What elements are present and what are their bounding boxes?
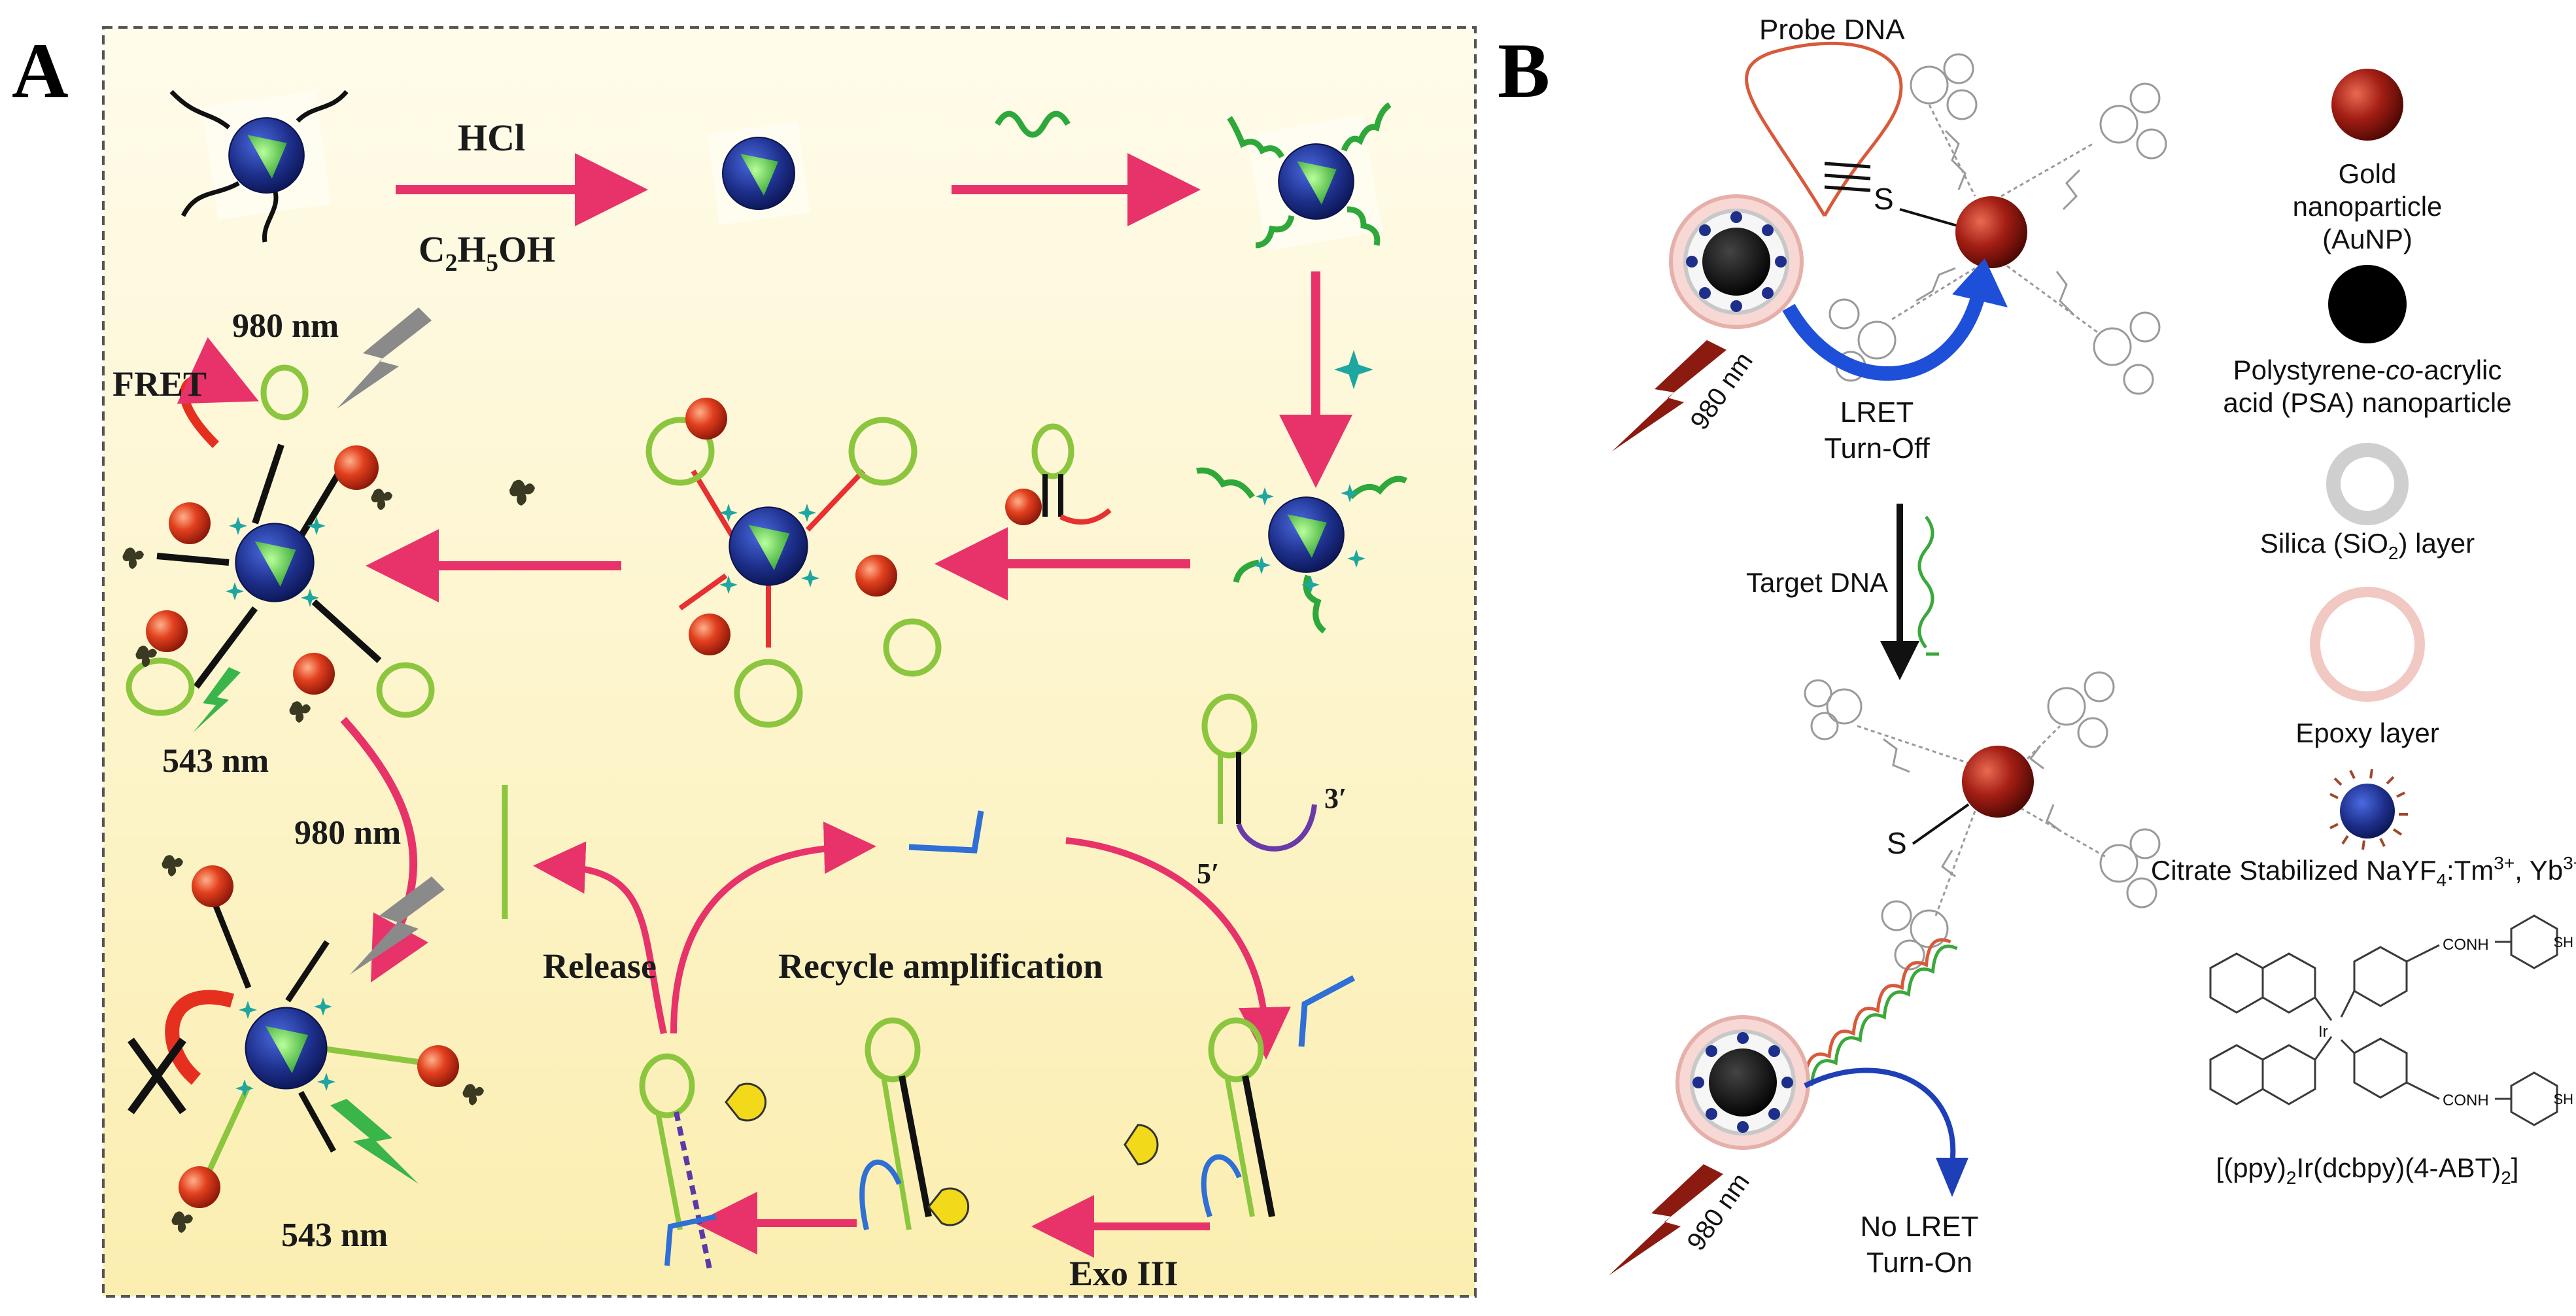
label-exo-iii: Exo III (1069, 1254, 1178, 1293)
duplex-middle (859, 1017, 970, 1230)
probe-hairpin-gold (1005, 423, 1112, 525)
label-probe-dna: Probe DNA (1759, 14, 1905, 46)
ucnp-activated (1196, 467, 1408, 634)
legend-gold-line3: (AuNP) (2322, 224, 2413, 254)
legend-ir-label: Ir (2318, 1023, 2328, 1041)
legend-psa-line1: Polystyrene-co-acrylic (2233, 355, 2502, 385)
label-turn-off: Turn-Off (1824, 432, 1930, 464)
no-lret-arrow (1804, 1067, 1956, 1165)
panel-b-letter: B (1498, 27, 1550, 114)
panel-a-letter: A (12, 27, 69, 114)
excitation-arrow-top-icon (1612, 340, 1726, 451)
iridium-complex-structure (2209, 914, 2558, 1126)
psa-nanoparticle-top (1669, 194, 1804, 329)
excitation-lightning-top-icon (337, 307, 432, 409)
label-543nm-top: 543 nm (162, 742, 269, 780)
ucnp-with-probes (645, 398, 942, 728)
target-dna-strand (908, 810, 984, 854)
legend-citrate-ucnp-icon (2329, 769, 2408, 850)
panel-b: B Probe DNA S (1498, 14, 2576, 1279)
label-lret: LRET (1840, 396, 1914, 428)
blocked-fret-arrow (165, 990, 235, 1085)
ucnp-citrate (1227, 102, 1392, 252)
label-980nm-top: 980 nm (232, 307, 339, 345)
lret-arrow (1782, 280, 1989, 381)
legend-gold-line1: Gold (2339, 158, 2397, 189)
legend-complex-formula: [(ppy)2Ir(dcbpy)(4-ABT)2] (2216, 1152, 2519, 1188)
duplex-digested (639, 1053, 767, 1270)
legend-conh-top: CONH (2443, 936, 2489, 954)
label-target-dna: Target DNA (1746, 567, 1888, 598)
label-release: Release (543, 946, 657, 986)
legend-psa-line2: acid (PSA) nanoparticle (2223, 387, 2511, 418)
fret-arrow (177, 337, 259, 448)
panel-a: A HCl C2H5OH (12, 26, 1477, 1298)
label-980nm-bottom: 980 nm (294, 814, 401, 852)
legend-epoxy-icon (2310, 587, 2425, 702)
label-no-lret: No LRET (1861, 1211, 1979, 1243)
legend: Gold nanoparticle (AuNP) Polystyrene-co-… (2151, 69, 2576, 1188)
arrow-release (533, 841, 667, 1035)
legend-epoxy: Epoxy layer (2295, 718, 2439, 748)
label-recycle: Recycle amplification (778, 946, 1103, 986)
label-s-top: S (1874, 182, 1894, 216)
ucnp-released-complex (162, 855, 484, 1233)
duplex-right (1201, 1017, 1275, 1218)
ucnp-oleate (169, 90, 349, 243)
legend-psa-icon (2328, 265, 2407, 343)
gold-nanoparticle-top (1955, 196, 2027, 268)
legend-gold-nanoparticle-icon (2331, 69, 2403, 141)
arrow-recycle-right (1065, 837, 1291, 1060)
ir-complex-top (1829, 53, 2167, 395)
label-turn-on: Turn-On (1866, 1247, 1972, 1279)
incoming-target-strand (1298, 975, 1356, 1047)
excitation-arrow-bottom-icon (1609, 1164, 1723, 1275)
label-fret: FRET (112, 364, 207, 404)
ucnp-fret-complex (122, 364, 435, 723)
emission-lightning-bottom-icon (330, 1099, 419, 1184)
legend-conh-bottom: CONH (2443, 1092, 2489, 1109)
label-3-prime: 3′ (1324, 782, 1347, 814)
citrate-ligand (995, 111, 1071, 138)
ucnp-bare (706, 121, 811, 226)
hybrid-duplex-green (1810, 944, 1958, 1086)
gold-nanoparticle-bottom (1962, 746, 2034, 818)
label-5-prime: 5′ (1197, 857, 1219, 890)
legend-sh-bottom: SH (2553, 1091, 2573, 1107)
label-ethanol: C2H5OH (419, 230, 555, 277)
excitation-lightning-bottom-icon (350, 876, 445, 975)
arrow-recycle-left (670, 822, 876, 1034)
legend-silica-icon (2326, 443, 2409, 525)
label-543nm-bottom: 543 nm (281, 1217, 388, 1254)
blocked-cross-icon (128, 1037, 186, 1115)
ir-complex-bottom (1804, 671, 2161, 971)
legend-citrate: Citrate Stabilized NaYF4:Tm3+, Yb3+ (2151, 853, 2576, 890)
hybrid-duplex-red (1803, 938, 1951, 1080)
psa-nanoparticle-bottom (1675, 1015, 1810, 1150)
legend-sh-top: SH (2553, 934, 2573, 950)
label-s-bottom: S (1887, 826, 1907, 860)
free-hairpin (1201, 693, 1317, 852)
label-hcl: HCl (458, 116, 525, 159)
legend-silica: Silica (SiO2) layer (2260, 528, 2475, 563)
probe-dna-loop (1745, 41, 1903, 217)
legend-gold-line2: nanoparticle (2293, 191, 2443, 222)
exo-iii-icon (1124, 1124, 1159, 1166)
target-dna-icon (1917, 515, 1939, 656)
emission-lightning-top-icon (193, 667, 241, 733)
